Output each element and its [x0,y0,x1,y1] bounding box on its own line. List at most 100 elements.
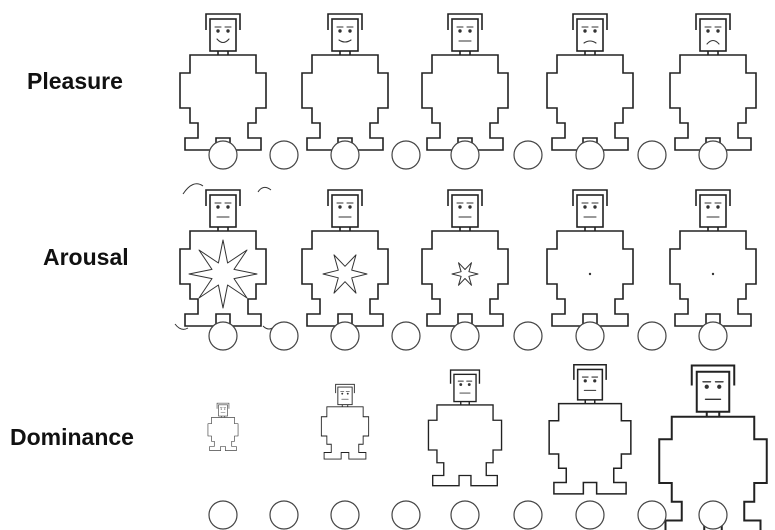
dominance-radio-4[interactable] [391,500,421,530]
eye-right [226,29,230,33]
hair-frame [327,189,363,206]
hair-frame [216,402,230,409]
eye-left [458,29,462,33]
eye-right [348,29,352,33]
eye-left [220,408,222,410]
dominance-radio-8[interactable] [637,500,667,530]
row-label-pleasure: Pleasure [27,68,123,94]
arousal-radio-1[interactable] [208,321,238,351]
arousal-burst [451,262,479,286]
arousal-figure-3 [421,189,509,327]
arousal-radio-2[interactable] [269,321,299,351]
body [548,402,632,495]
arousal-radio-3[interactable] [330,321,360,351]
head [453,373,477,403]
eye-left [704,384,709,389]
eye-right [468,205,472,209]
arousal-radio-6[interactable] [513,321,543,351]
pleasure-radio-7[interactable] [575,140,605,170]
body [320,406,370,460]
dominance-radio-1[interactable] [208,500,238,530]
eye-left [216,29,220,33]
eye-right [717,384,722,389]
pleasure-figure-3 [421,13,509,151]
pleasure-radio-6[interactable] [513,140,543,170]
body [421,54,509,151]
eye-right [468,29,472,33]
mouth-smile [216,38,230,44]
head [331,194,359,228]
head [695,370,731,413]
body [179,54,267,151]
dominance-figure-4 [548,363,632,495]
head [576,368,604,401]
head [337,386,353,406]
pleasure-radio-3[interactable] [330,140,360,170]
arousal-burst [188,239,258,309]
eye-left [459,383,463,386]
head [209,194,237,228]
arousal-figure-1 [174,183,276,330]
eye-left [706,29,710,33]
vibration-marks [174,183,276,330]
arousal-radio-9[interactable] [698,321,728,351]
arousal-dot [588,272,592,276]
hair-frame [573,363,607,380]
hair-frame [335,383,355,394]
eye-right [716,205,720,209]
eye-right [224,408,226,410]
eye-left [338,29,342,33]
arousal-radio-4[interactable] [391,321,421,351]
hair-frame [572,13,608,30]
eye-right [467,383,471,386]
eye-left [583,379,587,383]
hair-frame [447,189,483,206]
arousal-radio-8[interactable] [637,321,667,351]
pleasure-figure-5 [669,13,757,151]
arousal-burst [322,254,368,294]
arousal-figure-5 [669,189,757,327]
pleasure-figure-2 [301,13,389,151]
row-label-dominance: Dominance [10,424,134,450]
dominance-radio-2[interactable] [269,500,299,530]
hair-frame [449,369,481,384]
dominance-radio-3[interactable] [330,500,360,530]
pleasure-radio-9[interactable] [698,140,728,170]
hair-frame [695,189,731,206]
dominance-figure-1 [207,402,239,451]
head [699,194,727,228]
pleasure-radio-5[interactable] [450,140,480,170]
dominance-radio-7[interactable] [575,500,605,530]
hair-frame [327,13,363,30]
dominance-radio-9[interactable] [698,500,728,530]
pleasure-radio-4[interactable] [391,140,421,170]
body [179,230,267,327]
head [218,404,228,417]
pleasure-radio-2[interactable] [269,140,299,170]
eye-left [341,392,344,395]
eye-right [348,205,352,209]
pleasure-radio-8[interactable] [637,140,667,170]
eye-left [706,205,710,209]
dominance-figure-3 [427,369,503,487]
arousal-figure-4 [546,189,634,327]
hair-frame [447,13,483,30]
eye-right [593,379,597,383]
dominance-radio-6[interactable] [513,500,543,530]
mouth-slight-frown [583,40,597,44]
mouth-frown [706,39,720,45]
hair-frame [695,13,731,30]
dominance-figure-2 [320,383,370,460]
hair-frame [690,364,736,386]
pleasure-radio-1[interactable] [208,140,238,170]
arousal-radio-5[interactable] [450,321,480,351]
hair-frame [205,189,241,206]
body [546,230,634,327]
head [209,18,237,52]
pleasure-figure-4 [546,13,634,151]
body [669,54,757,151]
dominance-radio-5[interactable] [450,500,480,530]
arousal-radio-7[interactable] [575,321,605,351]
eye-right [226,205,230,209]
